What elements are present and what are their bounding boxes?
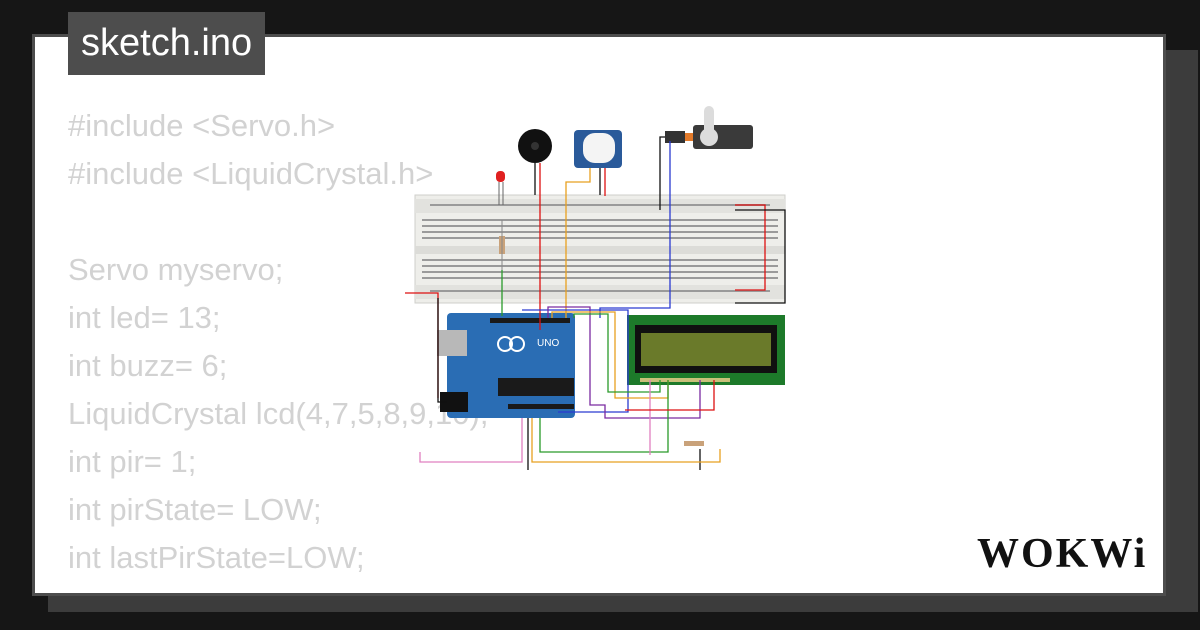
servo-component	[665, 106, 753, 149]
preview-card	[32, 34, 1166, 596]
code-line: Servo myservo;	[68, 252, 284, 287]
code-line: int buzz= 6;	[68, 348, 228, 383]
wokwi-logo: WOKWi	[977, 531, 1147, 577]
resistor	[499, 220, 505, 270]
code-line: int led= 13;	[68, 300, 221, 335]
arduino-label: UNO	[537, 338, 559, 349]
code-line: #include <Servo.h>	[68, 108, 336, 143]
code-line: int pirState= LOW;	[68, 492, 322, 527]
code-line: #include <LiquidCrystal.h>	[68, 156, 434, 191]
file-tab[interactable]: sketch.ino	[68, 12, 266, 75]
pir-sensor-component	[574, 130, 622, 168]
lcd-display	[627, 315, 785, 385]
arduino-uno: UNO	[437, 313, 575, 418]
code-line: int pir= 1;	[68, 444, 197, 479]
led-component	[496, 171, 505, 205]
circuit-diagram: UNO	[405, 106, 786, 470]
buzzer-component	[518, 129, 552, 163]
lcd-resistor	[684, 441, 704, 446]
wires	[405, 136, 786, 470]
code-line: LiquidCrystal lcd(4,7,5,8,9,10);	[68, 396, 489, 431]
breadboard	[414, 194, 786, 304]
code-listing: #include <Servo.h> #include <LiquidCryst…	[68, 102, 488, 582]
code-line: int lastPirState=LOW;	[68, 540, 365, 575]
wokwi-logo-text: WOKWi	[977, 531, 1147, 577]
